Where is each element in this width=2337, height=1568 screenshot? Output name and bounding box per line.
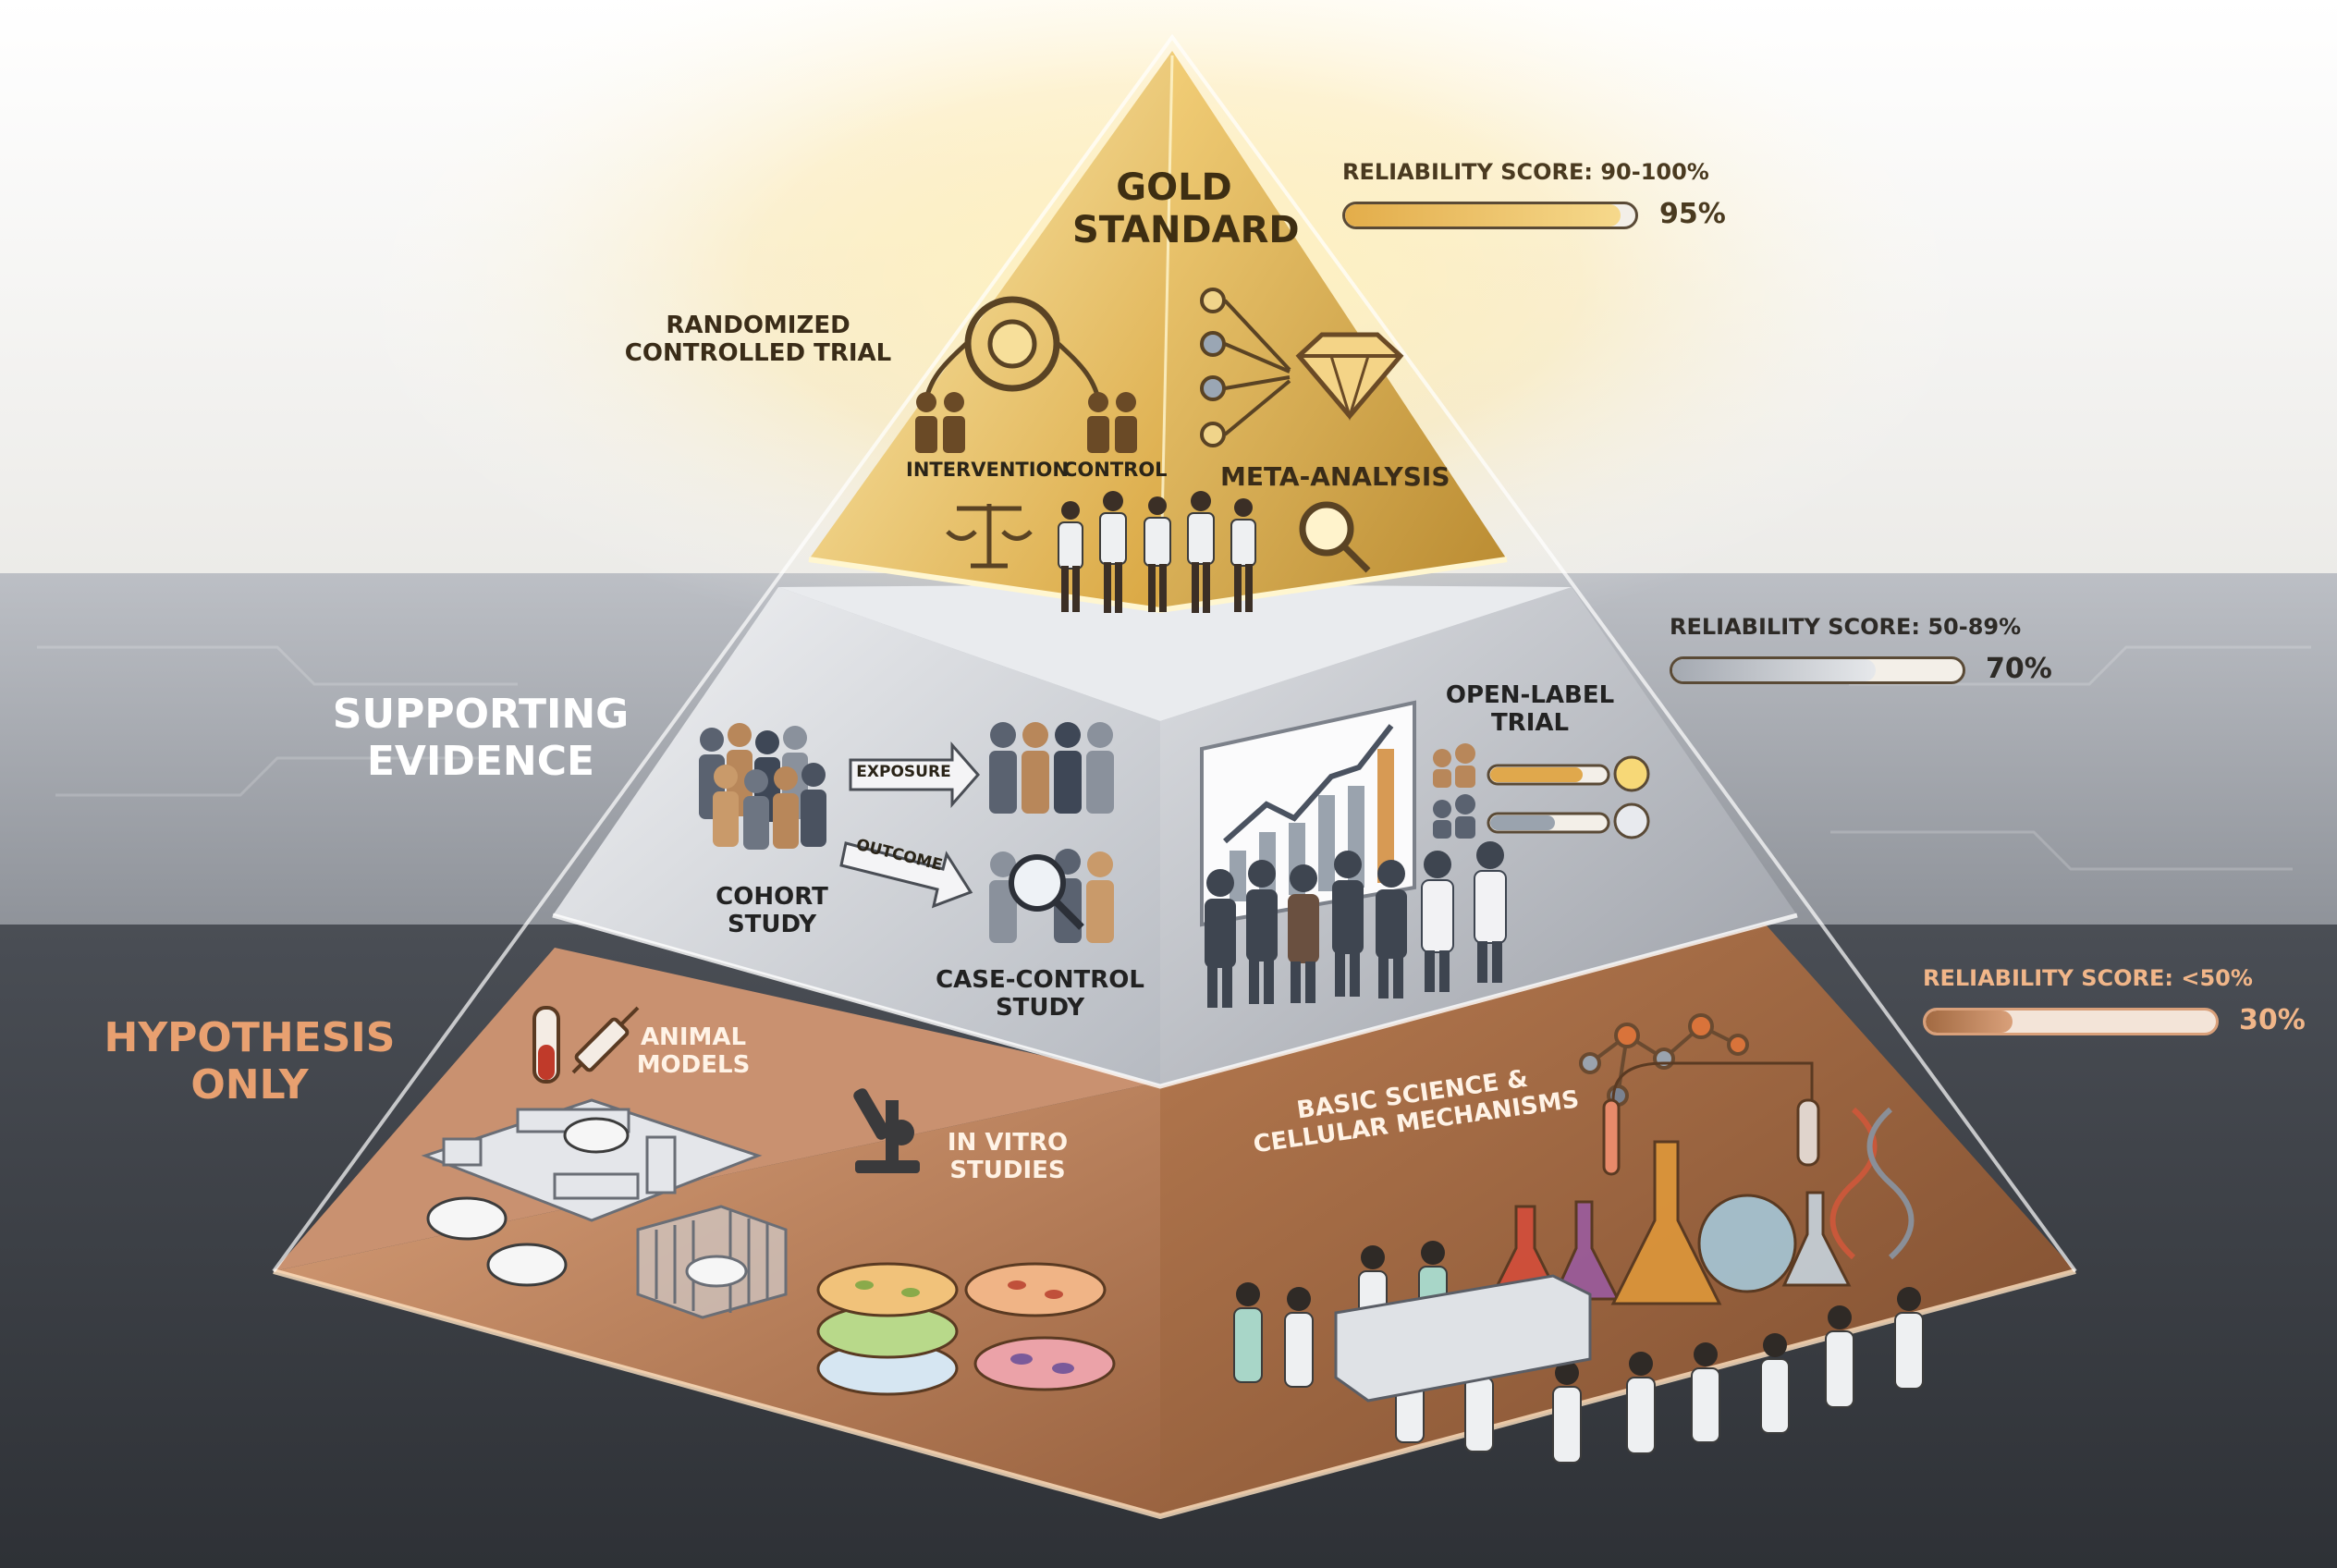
rct-label: RANDOMIZED CONTROLLED TRIAL bbox=[601, 312, 915, 368]
diamond-icon bbox=[1295, 332, 1404, 422]
petri-dish-icon bbox=[816, 1262, 1116, 1396]
gold-title-line1: GOLD bbox=[1116, 166, 1232, 209]
open-label-trial-label: OPEN-LABEL TRIAL bbox=[1442, 681, 1618, 738]
exposure-label: EXPOSURE bbox=[856, 763, 951, 781]
gold-standard-title: GOLD STANDARD bbox=[1072, 166, 1300, 251]
animal-label-line2: MODELS bbox=[636, 1050, 751, 1079]
supporting-title-line2: EVIDENCE bbox=[366, 737, 595, 785]
gold-tier bbox=[808, 51, 1508, 614]
score-supporting-bar bbox=[1670, 656, 1965, 684]
rct-label-line2: CONTROLLED TRIAL bbox=[624, 338, 892, 367]
mouse-icon bbox=[426, 1117, 630, 1287]
hypothesis-title-line2: ONLY bbox=[190, 1060, 309, 1109]
dna-icon bbox=[1829, 1107, 1915, 1260]
score-supporting-fill bbox=[1672, 659, 1876, 681]
case-control-label-line2: STUDY bbox=[995, 993, 1085, 1022]
syringe-icon bbox=[571, 1006, 640, 1074]
cohort-crowd-icon bbox=[699, 723, 826, 850]
control-label: CONTROL bbox=[1063, 459, 1168, 481]
in-vitro-label-line2: STUDIES bbox=[949, 1156, 1066, 1184]
cohort-label-line2: STUDY bbox=[727, 910, 817, 938]
intervention-people-icon bbox=[915, 392, 965, 453]
case-control-label-line1: CASE-CONTROL bbox=[936, 966, 1144, 994]
intervention-label: INTERVENTION bbox=[906, 459, 1069, 481]
control-people-icon bbox=[1087, 392, 1137, 453]
rct-label-line1: RANDOMIZED bbox=[666, 312, 850, 339]
scales-icon bbox=[946, 504, 1033, 569]
score-gold-bar bbox=[1342, 202, 1638, 229]
supporting-title-line1: SUPPORTING bbox=[332, 691, 630, 738]
score-gold-value: 95% bbox=[1659, 198, 1726, 230]
hypothesis-title-line1: HYPOTHESIS bbox=[104, 1014, 396, 1061]
microscope-icon bbox=[853, 1088, 920, 1173]
cage-icon bbox=[636, 1205, 788, 1319]
score-gold-label: RELIABILITY SCORE: 90-100% bbox=[1342, 159, 1709, 185]
animal-label-line1: ANIMAL bbox=[640, 1023, 747, 1051]
presenting-crowd-icon bbox=[1205, 841, 1507, 1008]
score-supporting-value: 70% bbox=[1986, 653, 2052, 685]
in-vitro-studies-label: IN VITRO STUDIES bbox=[934, 1129, 1082, 1185]
scientists-icon bbox=[1058, 491, 1256, 613]
open-label-rating-icons bbox=[1433, 743, 1650, 839]
cohort-study-label: COHORT STUDY bbox=[703, 883, 841, 939]
lab-workers-icon bbox=[1233, 1241, 1924, 1464]
supporting-evidence-title: SUPPORTING EVIDENCE bbox=[324, 691, 638, 785]
gold-title-line2: STANDARD bbox=[1072, 209, 1300, 251]
test-tube-icon bbox=[532, 1006, 560, 1084]
score-hypothesis-label: RELIABILITY SCORE: <50% bbox=[1923, 965, 2253, 991]
score-gold-fill bbox=[1345, 204, 1621, 227]
open-label-line2: TRIAL bbox=[1490, 708, 1570, 737]
magnifier-icon bbox=[1299, 501, 1371, 573]
hypothesis-only-title: HYPOTHESIS ONLY bbox=[92, 1014, 407, 1109]
animal-models-label: ANIMAL MODELS bbox=[629, 1023, 758, 1080]
open-label-line1: OPEN-LABEL bbox=[1445, 681, 1615, 709]
case-control-study-label: CASE-CONTROL STUDY bbox=[924, 966, 1156, 1023]
meta-analysis-label: META-ANALYSIS bbox=[1220, 461, 1450, 492]
cohort-label-line1: COHORT bbox=[716, 883, 828, 911]
randomization-wheel-icon bbox=[922, 296, 1103, 408]
outcome-arrow-icon bbox=[839, 841, 973, 909]
exposure-arrow-icon bbox=[849, 741, 980, 808]
score-hypothesis-value: 30% bbox=[2239, 1004, 2306, 1036]
score-supporting-label: RELIABILITY SCORE: 50-89% bbox=[1670, 614, 2022, 640]
score-hypothesis-fill bbox=[1926, 1011, 2013, 1033]
in-vitro-label-line1: IN VITRO bbox=[947, 1129, 1069, 1157]
meta-analysis-inputs-icon bbox=[1200, 288, 1291, 447]
supporting-tier bbox=[552, 584, 1798, 1089]
question-magnifier-icon bbox=[1009, 854, 1084, 930]
exposed-group-icon bbox=[989, 722, 1114, 814]
score-hypothesis-bar bbox=[1923, 1008, 2219, 1035]
